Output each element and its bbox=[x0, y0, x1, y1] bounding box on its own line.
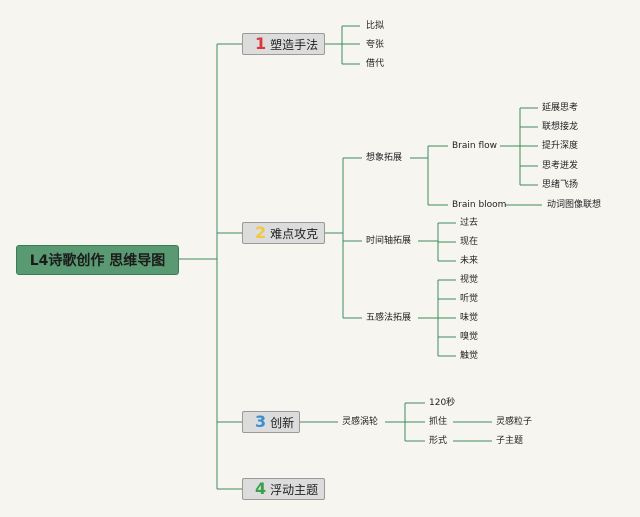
branch-node-4[interactable]: 4 浮动主题 bbox=[242, 478, 325, 500]
leaf-chujue[interactable]: 触觉 bbox=[460, 351, 479, 361]
branch-label-3: 创新 bbox=[270, 415, 295, 430]
subnode-brain-bloom[interactable]: Brain bloom bbox=[452, 200, 507, 210]
leaf-shijue[interactable]: 视觉 bbox=[460, 275, 479, 285]
leaf-guoqu[interactable]: 过去 bbox=[460, 218, 479, 228]
subnode-xiangxiang[interactable]: 想象拓展 bbox=[366, 153, 403, 163]
subnode-linggan[interactable]: 灵感涡轮 bbox=[342, 417, 379, 427]
subnode-brain-flow[interactable]: Brain flow bbox=[452, 141, 497, 151]
leaf-zizhuti[interactable]: 子主题 bbox=[496, 436, 524, 446]
subnode-wugan[interactable]: 五感法拓展 bbox=[366, 313, 412, 323]
branch-label-4: 浮动主题 bbox=[270, 482, 319, 497]
leaf-sixu[interactable]: 思绪飞扬 bbox=[542, 180, 579, 190]
branch-node-3[interactable]: 3 创新 bbox=[242, 411, 300, 433]
root-label: L4诗歌创作 思维导图 bbox=[29, 253, 166, 269]
branch-number-2: 2 bbox=[255, 223, 267, 242]
branch-label-2: 难点攻克 bbox=[270, 226, 319, 241]
leaf-xianzai[interactable]: 现在 bbox=[460, 237, 479, 247]
leaf-xiujue[interactable]: 嗅觉 bbox=[460, 332, 479, 342]
leaf-lianxiang[interactable]: 联想接龙 bbox=[542, 122, 579, 132]
leaf-sikao[interactable]: 思考迸发 bbox=[542, 161, 579, 171]
leaf-lizi[interactable]: 灵感粒子 bbox=[496, 417, 533, 427]
branch-label-1: 塑造手法 bbox=[270, 37, 319, 52]
branch-number-3: 3 bbox=[255, 412, 267, 431]
branch-node-1[interactable]: 1 塑造手法 bbox=[242, 33, 325, 55]
leaf-dongci[interactable]: 动词图像联想 bbox=[547, 200, 602, 210]
root-node[interactable]: L4诗歌创作 思维导图 bbox=[16, 245, 179, 275]
leaf-weijue[interactable]: 味觉 bbox=[460, 313, 479, 323]
subnode-shijianzhou[interactable]: 时间轴拓展 bbox=[366, 236, 412, 246]
subnode-zhuazhu[interactable]: 抓住 bbox=[429, 417, 448, 427]
leaf-kuazhang[interactable]: 夸张 bbox=[366, 40, 385, 50]
leaf-tisheng[interactable]: 提升深度 bbox=[542, 141, 579, 151]
leaf-bini[interactable]: 比拟 bbox=[366, 21, 385, 31]
leaf-tingjue[interactable]: 听觉 bbox=[460, 294, 479, 304]
leaf-120s[interactable]: 120秒 bbox=[429, 398, 456, 408]
leaf-yanzhan[interactable]: 延展思考 bbox=[542, 103, 579, 113]
leaf-jiedai[interactable]: 借代 bbox=[366, 59, 385, 69]
branch-number-4: 4 bbox=[255, 479, 267, 498]
branch-number-1: 1 bbox=[255, 34, 267, 53]
leaf-weilai[interactable]: 未来 bbox=[460, 256, 479, 266]
branch-node-2[interactable]: 2 难点攻克 bbox=[242, 222, 325, 244]
subnode-xingshi[interactable]: 形式 bbox=[429, 436, 448, 446]
